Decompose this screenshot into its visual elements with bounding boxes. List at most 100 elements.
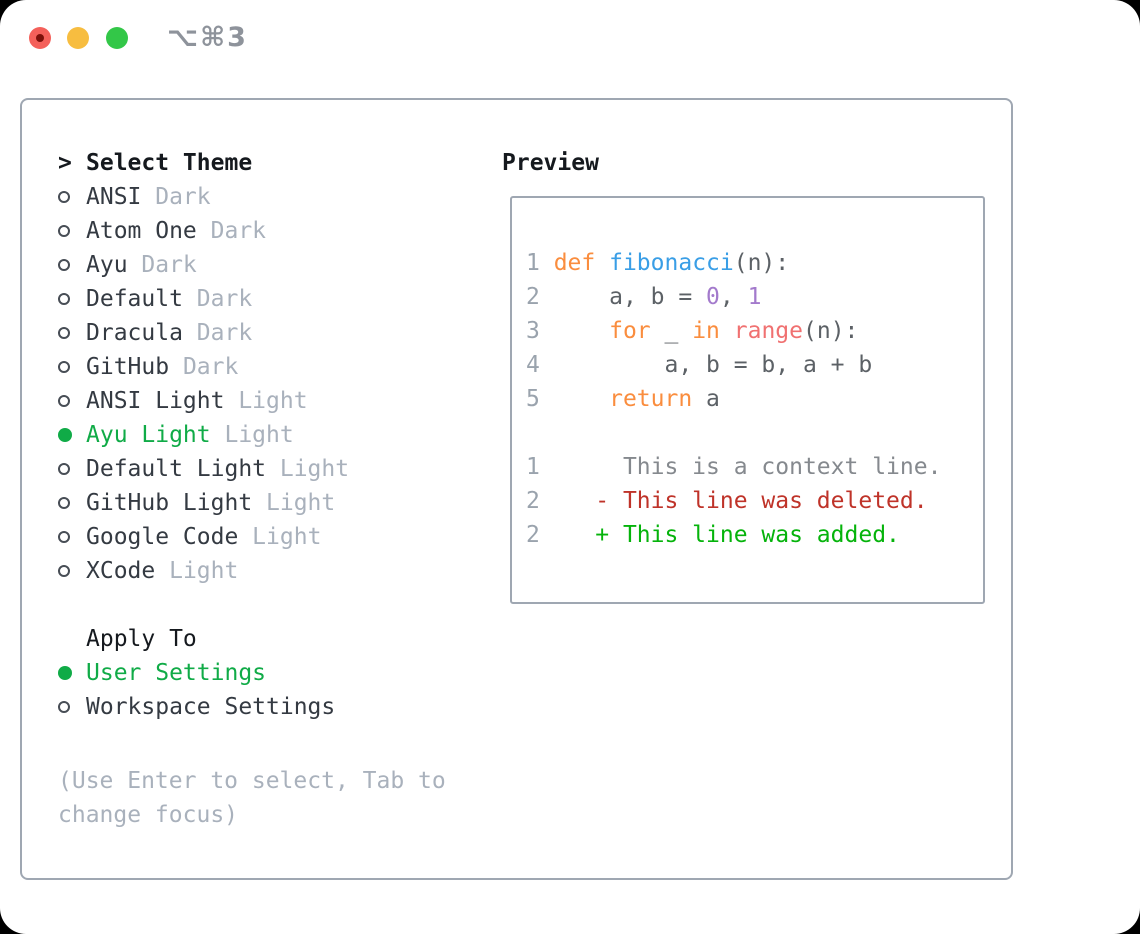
radio-icon [58,395,86,407]
diff-text: - This line was deleted. [539,488,928,514]
code-line: 1 def fibonacci(n): [526,246,983,280]
line-number: 2 [526,488,540,514]
theme-variant-tag: Light [266,456,350,482]
theme-option-ansi-light-light[interactable]: ANSI Light Light [58,384,458,418]
select-theme-title: Select Theme [86,150,253,176]
theme-option-ansi-dark[interactable]: ANSI Dark [58,180,458,214]
code-token [554,386,609,412]
code-line: 2 a, b = 0, 1 [526,280,983,314]
diff-sample: 1 This is a context line.2 - This line w… [526,450,983,552]
title-bar: ⌥⌘3 [0,0,1140,78]
code-token: 1 [747,284,762,310]
help-text: (Use Enter to select, Tab to change focu… [58,768,446,828]
diff-line-deleted: 2 - This line was deleted. [526,484,983,518]
line-number: 1 [526,454,540,480]
code-token [720,318,734,344]
radio-icon [58,531,86,543]
blank-line [526,416,983,450]
line-number: 3 [526,318,554,344]
radio-icon [58,701,86,713]
code-token: in [692,318,720,344]
line-number: 4 [526,352,554,378]
theme-variant-tag: Light [224,388,308,414]
apply-to-title: Apply To [86,626,197,652]
line-number: 2 [526,522,540,548]
preview-title: Preview [502,150,599,176]
apply-option-user-settings[interactable]: User Settings [58,656,458,690]
code-token: (n): [733,250,790,276]
theme-option-default-dark[interactable]: Default Dark [58,282,458,316]
theme-name: Dracula [86,320,183,346]
code-line: 5 return a [526,382,983,416]
code-token: for [609,318,651,344]
line-number: 1 [526,250,554,276]
apply-option-label: User Settings [86,660,267,686]
minimize-button-icon[interactable] [67,27,89,49]
diff-line-added: 2 + This line was added. [526,518,983,552]
code-token: 0 [706,284,720,310]
theme-option-dracula-dark[interactable]: Dracula Dark [58,316,458,350]
code-token [554,318,609,344]
close-button-icon[interactable] [29,27,51,49]
radio-icon [58,293,86,305]
theme-name: Ayu [86,252,128,278]
theme-variant-tag: Light [252,490,336,516]
radio-selected-icon [58,428,86,442]
code-token: _ [650,318,693,344]
theme-name: GitHub Light [86,490,253,516]
theme-name: Atom One [86,218,197,244]
theme-name: ANSI Light [86,388,225,414]
code-token: range [733,318,803,344]
keyboard-shortcut-label: ⌥⌘3 [167,22,248,53]
theme-name: GitHub [86,354,170,380]
radio-icon [58,225,86,237]
theme-variant-tag: Dark [141,184,211,210]
code-line: 3 for _ in range(n): [526,314,983,348]
preview-column: Preview 1 def fibonacci(n):2 a, b = 0, 1… [502,146,985,604]
diff-text: This is a context line. [539,454,942,480]
theme-variant-tag: Light [238,524,322,550]
diff-text: + This line was added. [539,522,900,548]
theme-option-atom-one-dark[interactable]: Atom One Dark [58,214,458,248]
diff-line-context: 1 This is a context line. [526,450,983,484]
theme-option-github-light-light[interactable]: GitHub Light Light [58,486,458,520]
theme-variant-tag: Light [155,558,239,584]
apply-to-header: Apply To [58,622,458,656]
theme-variant-tag: Dark [196,218,267,244]
code-token: a, b = b, a + b [553,352,873,378]
radio-icon [58,361,86,373]
code-token: , [719,284,748,310]
theme-variant-tag: Dark [169,354,239,380]
radio-icon [58,259,86,271]
theme-option-google-code-light[interactable]: Google Code Light [58,520,458,554]
theme-option-default-light-light[interactable]: Default Light Light [58,452,458,486]
line-number: 2 [526,284,554,310]
code-token: return [609,386,693,412]
code-token: fibonacci [609,250,734,276]
theme-variant-tag: Dark [182,320,253,346]
theme-option-ayu-dark[interactable]: Ayu Dark [58,248,458,282]
zoom-button-icon[interactable] [106,27,128,49]
theme-option-ayu-light-light[interactable]: Ayu Light Light [58,418,458,452]
radio-icon [58,191,86,203]
line-number: 5 [526,386,554,412]
theme-name: ANSI [86,184,142,210]
theme-option-xcode-light[interactable]: XCode Light [58,554,458,588]
theme-variant-tag: Light [210,422,294,448]
apply-option-workspace-settings[interactable]: Workspace Settings [58,690,458,724]
code-token [595,250,609,276]
theme-option-github-dark[interactable]: GitHub Dark [58,350,458,384]
theme-name: Google Code [86,524,239,550]
code-token: (n): [803,318,859,344]
focus-caret-icon: > [58,150,72,176]
radio-icon [58,463,86,475]
theme-variant-tag: Dark [127,252,197,278]
select-theme-header: > Select Theme [58,146,458,180]
theme-variant-tag: Dark [182,286,253,312]
theme-name: Default [86,286,183,312]
